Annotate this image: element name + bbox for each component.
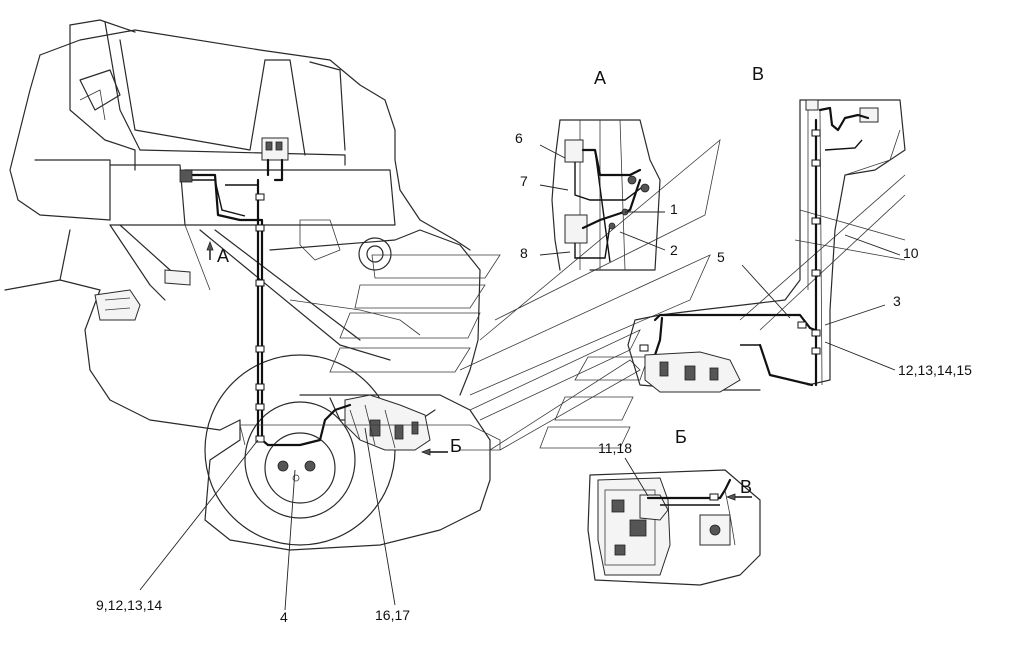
view-arrows — [206, 240, 752, 501]
callout-12-13-14-15: 12,13,14,15 — [898, 362, 972, 378]
callout-3: 3 — [893, 293, 901, 309]
callout-6: 6 — [515, 130, 523, 146]
leader-lines — [139, 144, 901, 611]
arrow-b-label: Б — [450, 436, 462, 456]
detail-view-v — [627, 99, 906, 393]
callout-11-18: 11,18 — [598, 440, 632, 456]
detail-view-a — [551, 119, 661, 271]
callout-4: 4 — [280, 609, 288, 625]
view-a-title: А — [594, 68, 606, 88]
callout-16-17: 16,17 — [375, 607, 410, 623]
callout-2: 2 — [670, 242, 678, 258]
callout-8: 8 — [520, 245, 528, 261]
arrow-v-label: В — [740, 477, 752, 497]
callout-9-12-13-14: 9,12,13,14 — [96, 597, 162, 613]
view-b-title: Б — [675, 427, 687, 447]
callout-5: 5 — [717, 249, 725, 265]
detail-view-b — [587, 469, 761, 586]
callout-10: 10 — [903, 245, 919, 261]
callout-1: 1 — [670, 201, 678, 217]
arrow-a-label: А — [217, 246, 229, 266]
main-vehicle-view — [4, 19, 501, 551]
callout-7: 7 — [520, 173, 528, 189]
view-v-title: В — [752, 64, 764, 84]
